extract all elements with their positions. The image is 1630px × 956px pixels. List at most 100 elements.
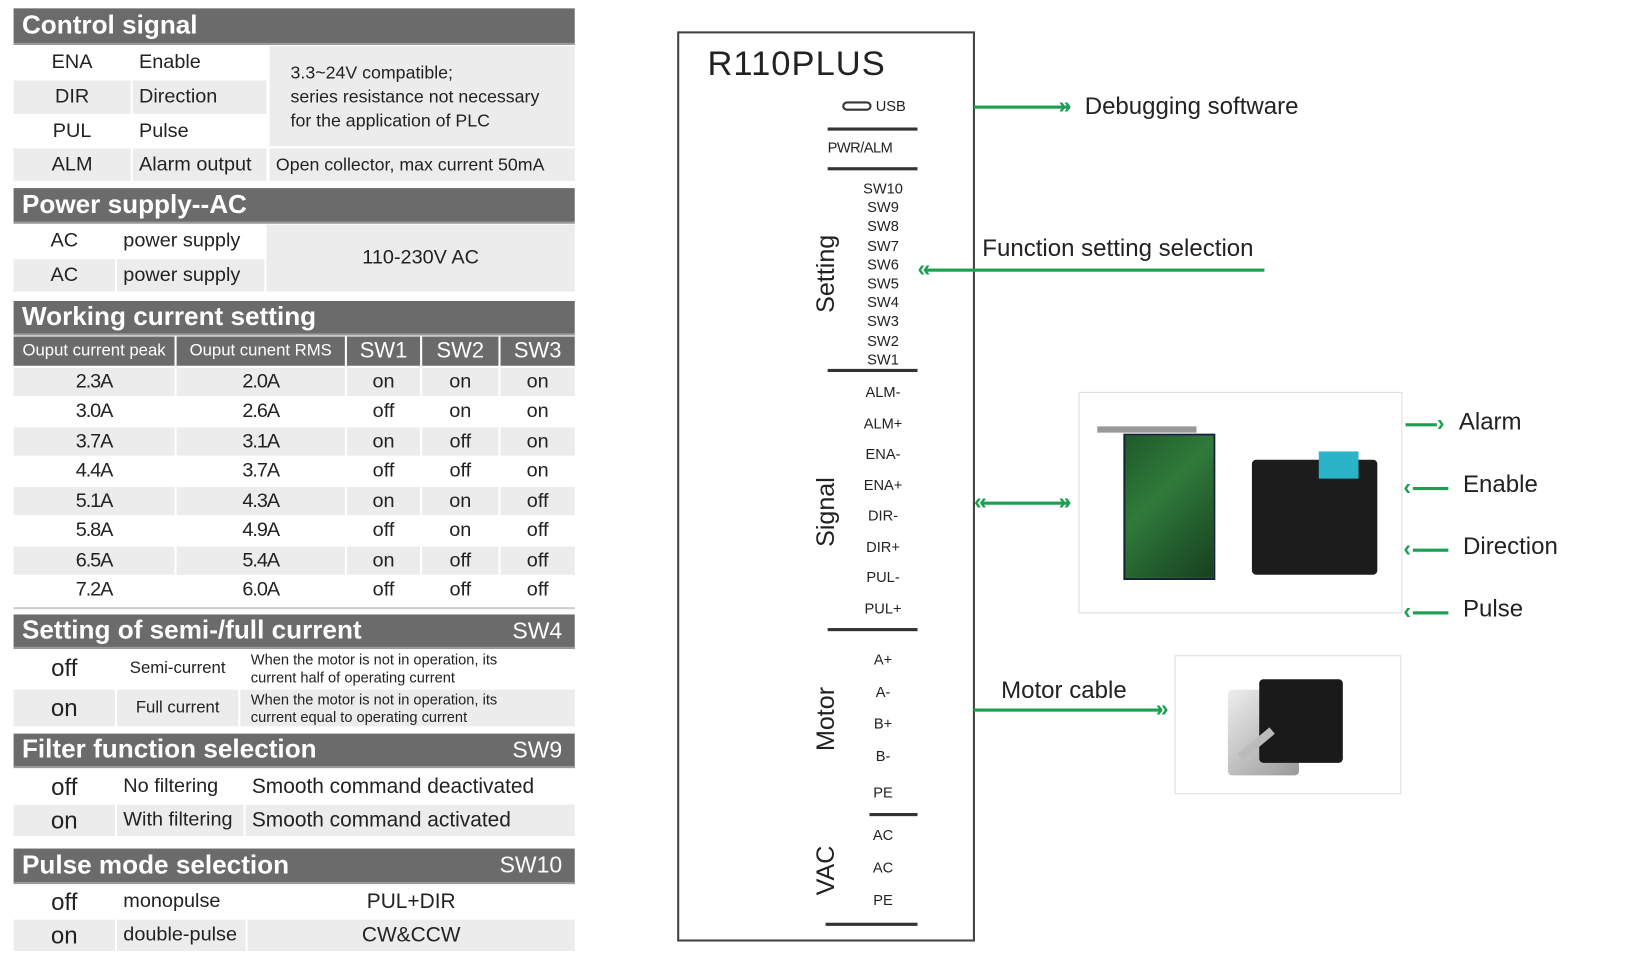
section-label: Signal: [811, 477, 841, 547]
table-cell: on: [500, 427, 575, 456]
pin-label: PE: [873, 783, 893, 801]
desc-line: When the motor is not in operation, its: [250, 690, 498, 707]
pulse-label: Pulse: [1463, 594, 1524, 622]
table-cell: 6.0A: [242, 578, 280, 601]
table-cell: 3.0A: [75, 400, 114, 423]
table-cell: off: [526, 578, 549, 601]
pin-label: PE: [873, 891, 893, 909]
plc-display: [1318, 451, 1359, 479]
section-divider: [827, 167, 918, 171]
table-cell: off: [422, 427, 499, 456]
table-cell: 5.4A: [176, 546, 345, 575]
pin-label: SW3: [867, 312, 899, 330]
column-header: Ouput current peak: [13, 336, 175, 366]
table-cell: off: [449, 459, 472, 482]
table-cell: 2.3A: [13, 367, 175, 397]
arrow-left-icon: «: [917, 254, 931, 282]
connection-line: [982, 501, 1068, 505]
section-title: Power supply--AC: [21, 189, 247, 219]
power-supply-header: Power supply--AC: [13, 188, 575, 224]
debugging-label: Debugging software: [1084, 91, 1299, 120]
section-divider: [825, 922, 918, 926]
switch-state: off: [51, 654, 78, 682]
section-divider: [827, 368, 918, 373]
model-name: R110PLUS: [707, 43, 886, 83]
table-cell: on: [500, 367, 575, 397]
table-cell: on: [422, 367, 499, 397]
signal-name: Direction: [132, 80, 267, 114]
direction-label: Direction: [1463, 531, 1558, 560]
signal-code: ALM: [13, 148, 131, 181]
driver-box: [677, 31, 975, 942]
motor-image-box: [1174, 655, 1402, 795]
alm-note: Open collector, max current 50mA: [269, 148, 575, 181]
table-cell: on: [526, 459, 549, 482]
pin-label: PUL-: [866, 568, 900, 586]
table-cell: off: [422, 546, 499, 575]
pin-label: AC: [872, 826, 894, 844]
table-cell: 4.4A: [75, 459, 114, 482]
arrow-left-icon: ‹: [1403, 535, 1412, 562]
pin-label: A+: [873, 651, 893, 668]
motor-body: [1259, 679, 1343, 763]
mode-name: No filtering: [123, 775, 219, 798]
alarm-label: Alarm: [1458, 407, 1522, 435]
section-title: Setting of semi-/full current: [21, 615, 362, 645]
mode-name: Full current: [117, 689, 239, 727]
pin-label: SW2: [867, 331, 899, 349]
table-cell: on: [346, 427, 421, 456]
pin-label: SW7: [867, 236, 899, 254]
mode-desc: Smooth command deactivated: [251, 774, 535, 798]
pin-label: AC: [872, 858, 894, 876]
pin-label: PUL+: [864, 599, 902, 617]
table-cell: 2.0A: [176, 367, 345, 397]
table-cell: 5.8A: [75, 519, 114, 542]
switch-label: SW10: [499, 851, 563, 878]
section-title: Pulse mode selection: [21, 850, 290, 880]
arrow-right-icon: ›: [1436, 409, 1445, 436]
connection-line: [1412, 548, 1449, 552]
pin-label: DIR+: [866, 537, 900, 555]
pin-label: ENA-: [865, 445, 901, 462]
power-name: power supply: [117, 259, 265, 292]
pin-label: SW10: [863, 179, 903, 197]
note-line: 3.3~24V compatible;: [290, 62, 453, 83]
section-label: VAC: [811, 845, 841, 896]
table-cell: on: [449, 400, 472, 423]
mode-desc: Smooth command activated: [245, 804, 575, 836]
section-title: Control signal: [21, 10, 198, 40]
table-cell: off: [372, 578, 395, 601]
mode-desc: CW&CCW: [247, 919, 575, 951]
section-divider: [869, 813, 918, 817]
switch-state: on: [13, 804, 115, 836]
signal-note: 3.3~24V compatible;series resistance not…: [269, 45, 575, 147]
column-header: Ouput cunent RMS: [176, 336, 345, 366]
signal-name: Pulse: [138, 119, 189, 142]
table-cell: off: [449, 578, 472, 601]
arrow-right-icon: »: [1058, 488, 1072, 515]
pin-label: SW4: [867, 293, 899, 311]
pin-label: SW8: [867, 217, 899, 235]
table-cell: 2.6A: [242, 400, 280, 423]
mode-name: With filtering: [117, 804, 244, 836]
section-label: Setting: [811, 234, 841, 313]
power-code: AC: [50, 229, 79, 252]
control-signal-header: Control signal: [13, 8, 575, 45]
connection-line: [1412, 611, 1449, 615]
plc-image: [1251, 459, 1378, 575]
arrow-right-icon: »: [1155, 694, 1169, 722]
table-cell: 5.1A: [13, 486, 175, 516]
table-cell: on: [449, 519, 472, 542]
table-cell: off: [372, 459, 395, 482]
power-name: power supply: [123, 229, 241, 252]
switch-state: off: [51, 772, 78, 800]
table-cell: 3.7A: [242, 459, 280, 482]
pin-label: ALM+: [863, 414, 903, 432]
table-cell: off: [500, 546, 575, 575]
table-cell: off: [500, 486, 575, 516]
arrow-left-icon: ‹: [1403, 473, 1412, 500]
connection-line: [973, 105, 1071, 109]
